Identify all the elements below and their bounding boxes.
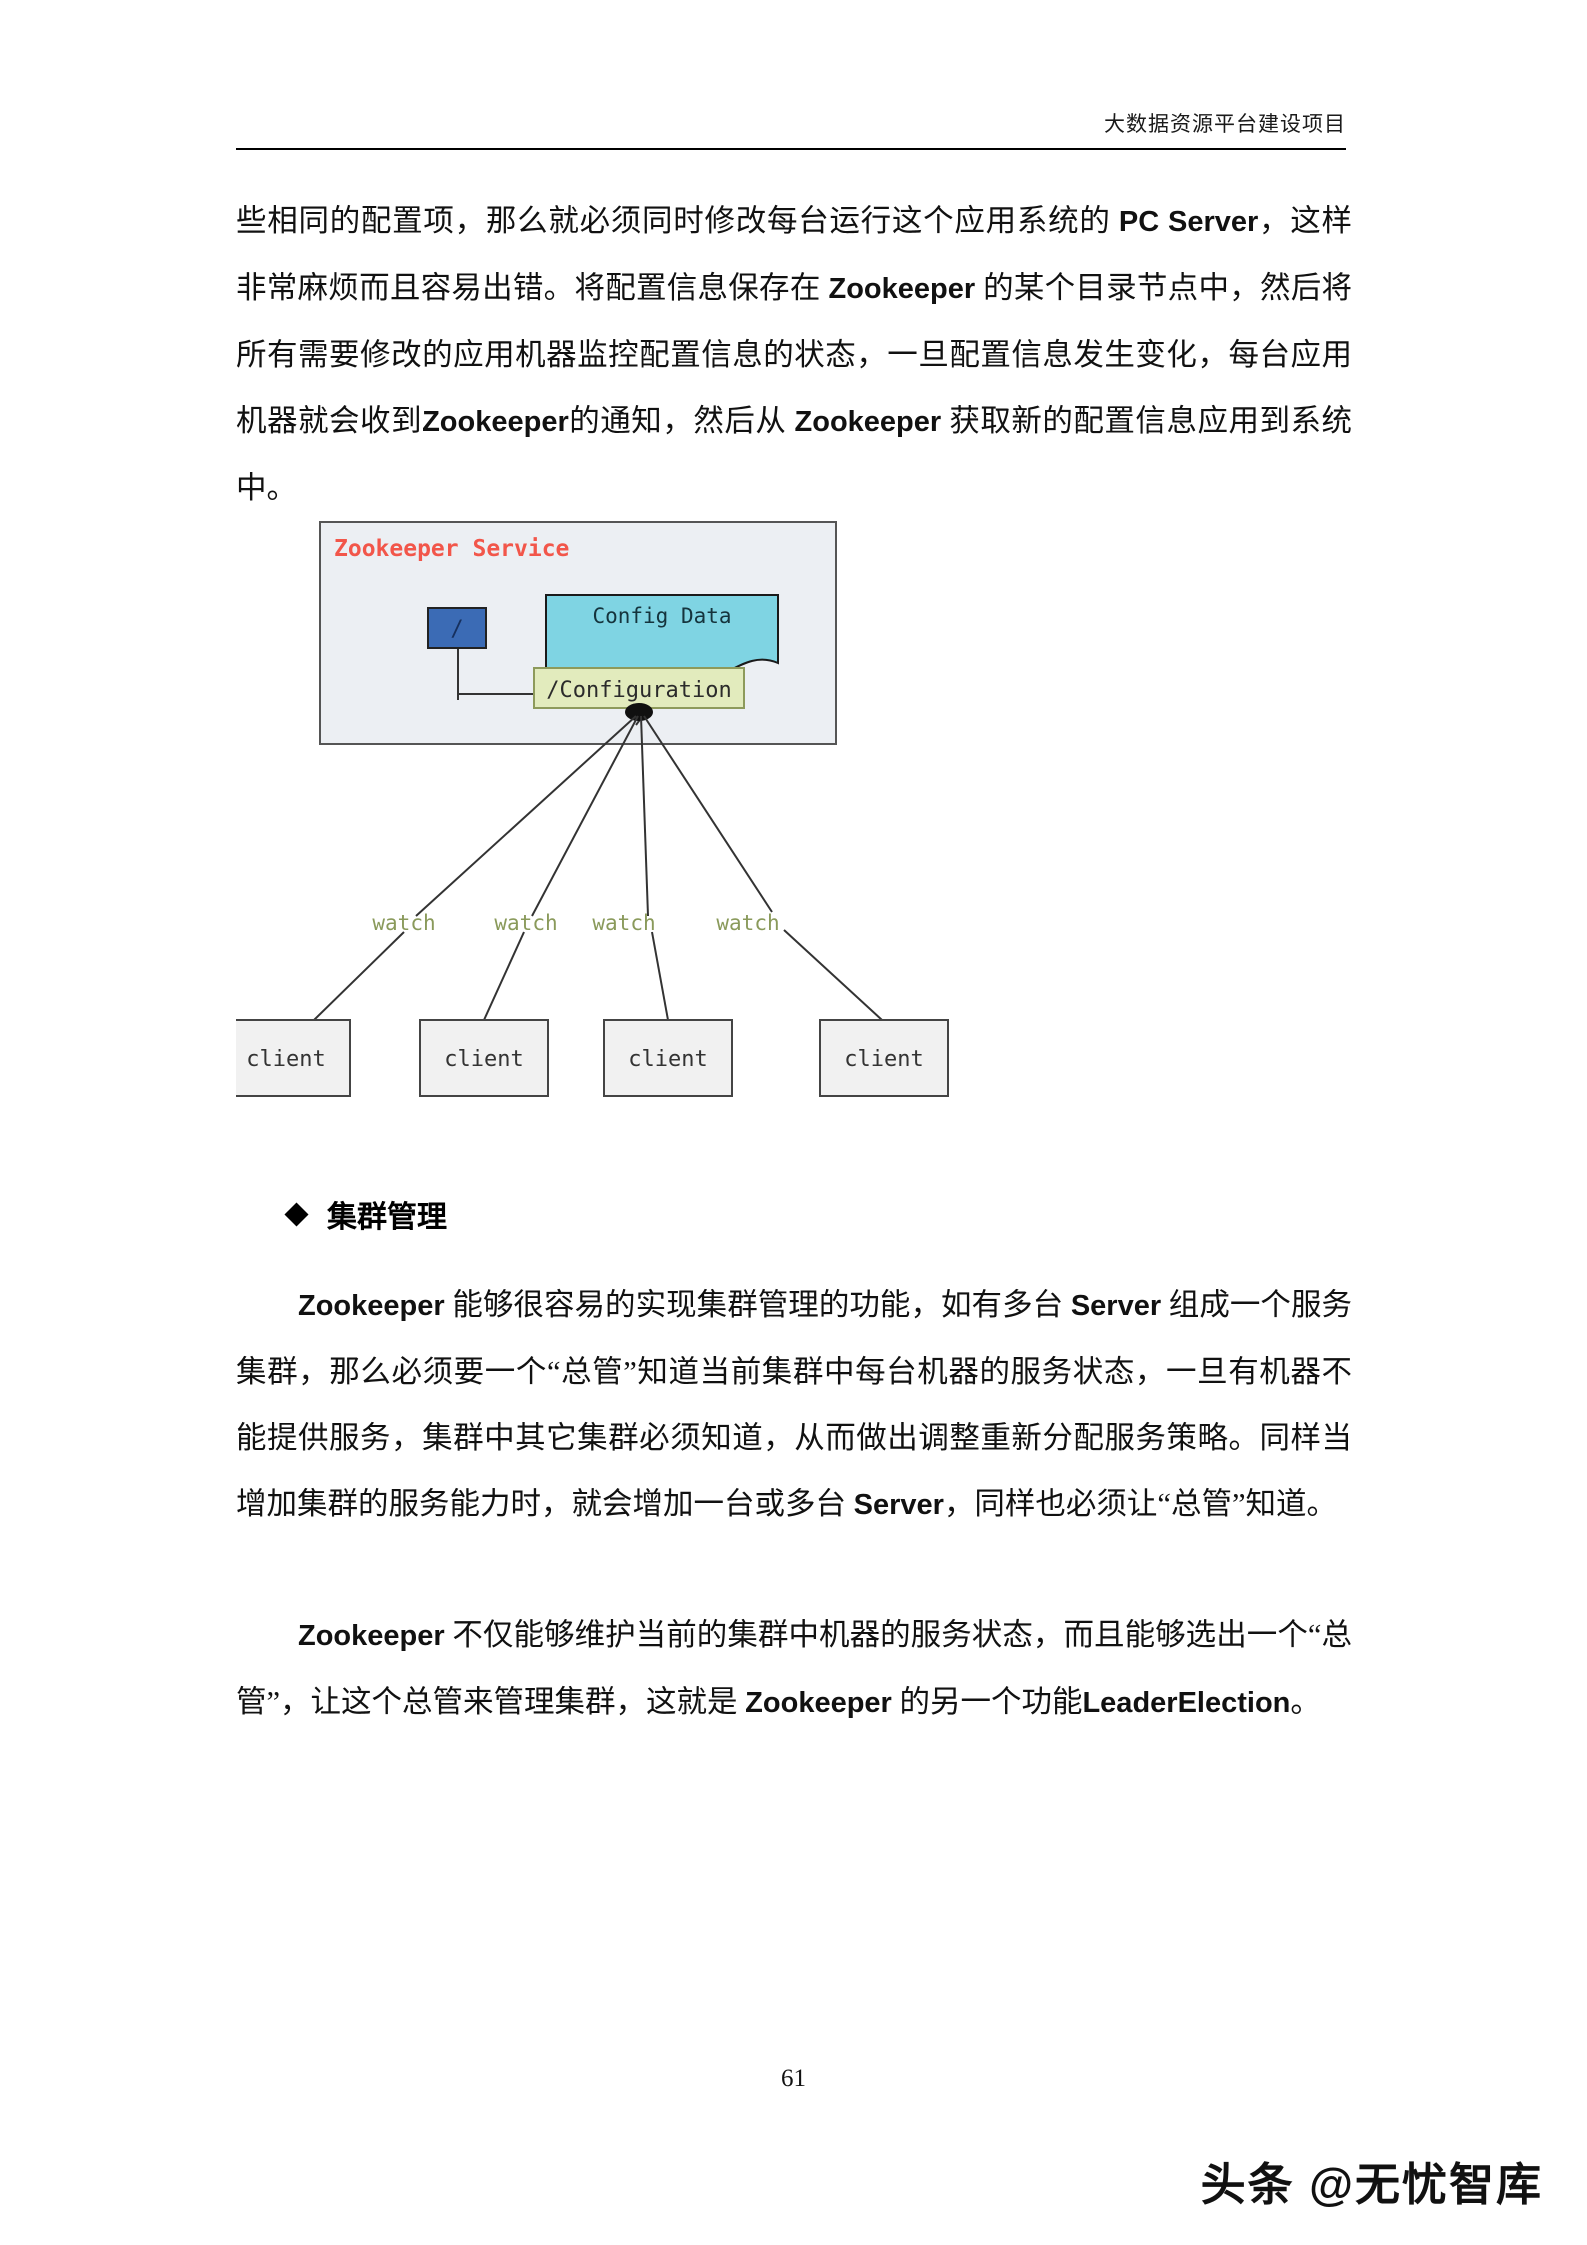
client-box-4 <box>819 1019 949 1097</box>
header-title: 大数据资源平台建设项目 <box>1104 112 1346 136</box>
p1-lat3: Zookeeper <box>422 406 569 438</box>
watch-label-1: watch <box>372 911 435 935</box>
p1-seg2: ，这样非常麻烦而且容易出错。将配置信息保存在 <box>236 204 1352 305</box>
bullet-heading-label: 集群管理 <box>327 1201 447 1234</box>
p3-seg1: 不仅能够维护当前的集群中机器的服务状态，而且能够选出一个“总管”，让这个总管来管… <box>236 1618 1352 1719</box>
paragraph-1: 些相同的配置项，那么就必须同时修改每台运行这个应用系统的 PC Server，这… <box>236 188 1352 521</box>
edge-watch-3-upper <box>640 715 649 917</box>
bullet-heading-cluster-management: 集群管理 <box>236 1192 447 1236</box>
p1-seg5: 获取新的配置信息应用到系统中。 <box>236 404 1353 505</box>
client-label-4: client <box>844 1047 923 1072</box>
watch-fanout-hub <box>625 703 653 721</box>
header-divider <box>236 148 1346 150</box>
paragraph-block-2: Zookeeper 能够很容易的实现集群管理的功能，如有多台 Server 组成… <box>236 1272 1352 1538</box>
p2-seg2: 组成一个服务集群，那么必须要一个“总管”知道当前集群中每台机器的服务状态，一旦有… <box>236 1288 1353 1521</box>
edge-watch-4-lower <box>783 929 883 1021</box>
config-data-label: Config Data <box>592 604 731 628</box>
zookeeper-service-label: Zookeeper Service <box>334 536 569 562</box>
p2-lat3: Server <box>853 1489 944 1521</box>
p2-seg3: ，同样也必须让“总管”知道。 <box>943 1487 1338 1521</box>
edge-watch-2-upper <box>531 715 639 917</box>
client-label-2: client <box>444 1047 523 1072</box>
paragraph-2: Zookeeper 能够很容易的实现集群管理的功能，如有多台 Server 组成… <box>236 1272 1352 1538</box>
p3-lat1: Zookeeper <box>298 1620 445 1652</box>
configuration-znode-box <box>533 667 745 709</box>
p3-seg2: 的另一个功能 <box>891 1685 1083 1719</box>
zookeeper-config-diagram: Zookeeper Service / Config Data /Configu… <box>236 500 1352 1160</box>
client-label-3: client <box>628 1047 707 1072</box>
configuration-znode-label: /Configuration <box>546 678 731 703</box>
paragraph-block-3: Zookeeper 不仅能够维护当前的集群中机器的服务状态，而且能够选出一个“总… <box>236 1602 1352 1736</box>
watch-label-4: watch <box>716 911 779 935</box>
diamond-bullet-icon <box>284 1201 309 1227</box>
client-box-3 <box>603 1019 733 1097</box>
p1-lat4: Zookeeper <box>794 406 942 438</box>
p2-lat1: Zookeeper <box>298 1290 445 1322</box>
edge-watch-2-lower <box>483 931 525 1021</box>
p3-seg3: 。 <box>1290 1685 1321 1719</box>
edge-watch-1-upper <box>415 715 637 917</box>
edge-watch-4-upper <box>643 715 773 913</box>
paragraph-block-1: 些相同的配置项，那么就必须同时修改每台运行这个应用系统的 PC Server，这… <box>236 188 1352 521</box>
client-label-1: client <box>246 1047 325 1072</box>
p3-lat2: Zookeeper <box>745 1687 892 1719</box>
p1-seg4: 的通知，然后从 <box>568 404 795 438</box>
page-number: 61 <box>781 2065 806 2092</box>
p1-seg3: 的某个目录节点中，然后将所有需要修改的应用机器监控配置信息的状态，一旦配置信息发… <box>236 271 1353 438</box>
p2-lat2: Server <box>1070 1290 1162 1322</box>
root-znode-box <box>427 607 487 649</box>
p1-seg1: 些相同的配置项，那么就必须同时修改每台运行这个应用系统的 <box>236 204 1119 238</box>
edge-watch-3-lower <box>651 931 669 1021</box>
p1-lat2: Zookeeper <box>828 273 976 305</box>
client-box-1 <box>236 1019 351 1097</box>
paragraph-3: Zookeeper 不仅能够维护当前的集群中机器的服务状态，而且能够选出一个“总… <box>236 1602 1352 1736</box>
client-box-2 <box>419 1019 549 1097</box>
watermark: 头条 @无忧智库 <box>1200 2159 1543 2210</box>
page-header: 大数据资源平台建设项目 <box>236 108 1346 164</box>
p3-lat3: LeaderElection <box>1082 1687 1291 1719</box>
p1-lat1: PC Server <box>1118 206 1259 238</box>
watch-label-3: watch <box>592 911 655 935</box>
edge-watch-1-lower <box>313 931 405 1021</box>
watch-label-2: watch <box>494 911 557 935</box>
p2-seg1: 能够很容易的实现集群管理的功能，如有多台 <box>444 1288 1071 1322</box>
root-znode-label: / <box>450 617 463 642</box>
